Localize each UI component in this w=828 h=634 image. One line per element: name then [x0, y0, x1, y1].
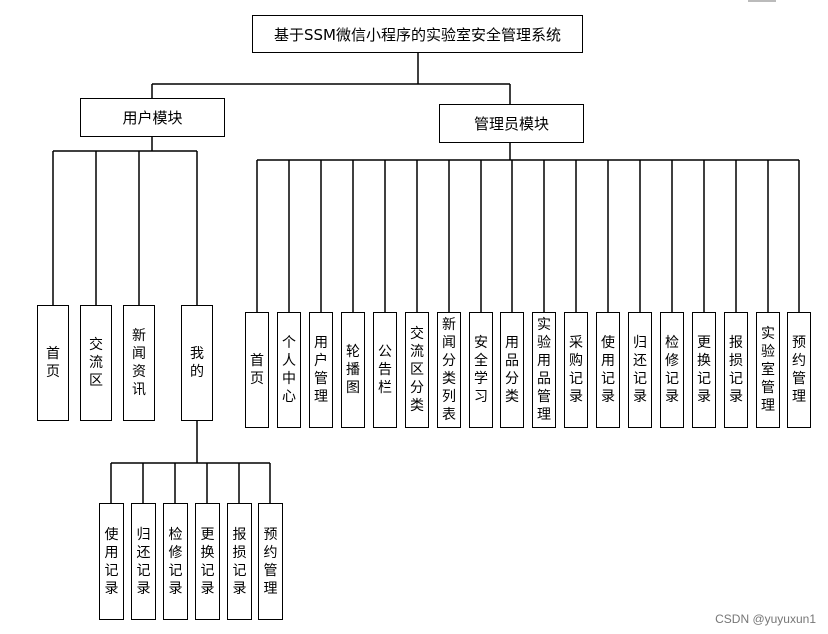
admin-child-label: 新闻分类列表	[442, 317, 456, 423]
my-child-label: 报损记录	[232, 526, 247, 597]
root-title: 基于SSM微信小程序的实验室安全管理系统	[274, 25, 561, 44]
user-child-node: 交流区	[80, 305, 112, 421]
my-child-node: 预约管理	[258, 503, 283, 620]
admin-child-label: 实验室管理	[761, 326, 775, 414]
admin-child-node: 交流区分类	[405, 312, 429, 428]
admin-child-label: 安全学习	[474, 335, 488, 405]
admin-child-node: 报损记录	[724, 312, 748, 428]
admin-child-node: 个人中心	[277, 312, 301, 428]
user-child-node-my: 我的	[181, 305, 213, 421]
user-module-label: 用户模块	[122, 109, 183, 127]
admin-module-label: 管理员模块	[473, 115, 549, 133]
user-child-label: 我的	[190, 346, 204, 380]
my-child-label: 使用记录	[104, 526, 119, 597]
admin-child-node: 安全学习	[469, 312, 493, 428]
user-module-node: 用户模块	[80, 98, 225, 137]
admin-child-node: 用品分类	[500, 312, 524, 428]
admin-child-label: 轮播图	[346, 344, 360, 396]
admin-child-node: 首页	[245, 312, 269, 428]
admin-child-label: 公告栏	[378, 344, 392, 396]
my-child-node: 报损记录	[227, 503, 252, 620]
admin-child-node: 检修记录	[660, 312, 684, 428]
admin-child-node: 使用记录	[596, 312, 620, 428]
admin-child-label: 采购记录	[569, 335, 583, 405]
admin-child-node: 更换记录	[692, 312, 716, 428]
admin-child-node: 采购记录	[564, 312, 588, 428]
top-edge-mark	[748, 0, 776, 2]
admin-child-node: 预约管理	[787, 312, 811, 428]
user-child-label: 首页	[46, 346, 60, 380]
admin-child-node: 用户管理	[309, 312, 333, 428]
admin-child-label: 首页	[250, 353, 264, 387]
admin-child-label: 报损记录	[729, 335, 743, 405]
my-child-node: 检修记录	[163, 503, 188, 620]
user-child-label: 新闻资讯	[132, 328, 146, 398]
admin-child-label: 交流区分类	[410, 326, 424, 414]
my-child-label: 预约管理	[263, 526, 278, 597]
admin-child-label: 归还记录	[633, 335, 647, 405]
user-child-node: 新闻资讯	[123, 305, 155, 421]
admin-child-node: 实验用品管理	[532, 312, 556, 428]
admin-child-node: 实验室管理	[756, 312, 780, 428]
admin-child-label: 预约管理	[792, 335, 806, 405]
admin-child-label: 更换记录	[697, 335, 711, 405]
admin-child-node: 归还记录	[628, 312, 652, 428]
my-child-node: 使用记录	[99, 503, 124, 620]
my-child-label: 更换记录	[200, 526, 215, 597]
admin-child-label: 检修记录	[665, 335, 679, 405]
my-child-label: 归还记录	[136, 526, 151, 597]
admin-module-node: 管理员模块	[439, 104, 584, 143]
root-title-node: 基于SSM微信小程序的实验室安全管理系统	[252, 15, 583, 53]
admin-child-label: 用户管理	[314, 335, 328, 405]
admin-child-label: 使用记录	[601, 335, 615, 405]
admin-child-label: 个人中心	[282, 335, 296, 405]
admin-child-node: 新闻分类列表	[437, 312, 461, 428]
my-child-node: 归还记录	[131, 503, 156, 620]
user-child-node: 首页	[37, 305, 69, 421]
admin-child-node: 公告栏	[373, 312, 397, 428]
csdn-watermark: CSDN @yuyuxun1	[715, 612, 816, 626]
my-child-node: 更换记录	[195, 503, 220, 620]
admin-child-label: 实验用品管理	[537, 317, 551, 423]
admin-child-label: 用品分类	[505, 335, 519, 405]
user-child-label: 交流区	[89, 337, 103, 389]
my-child-label: 检修记录	[168, 526, 183, 597]
admin-child-node: 轮播图	[341, 312, 365, 428]
